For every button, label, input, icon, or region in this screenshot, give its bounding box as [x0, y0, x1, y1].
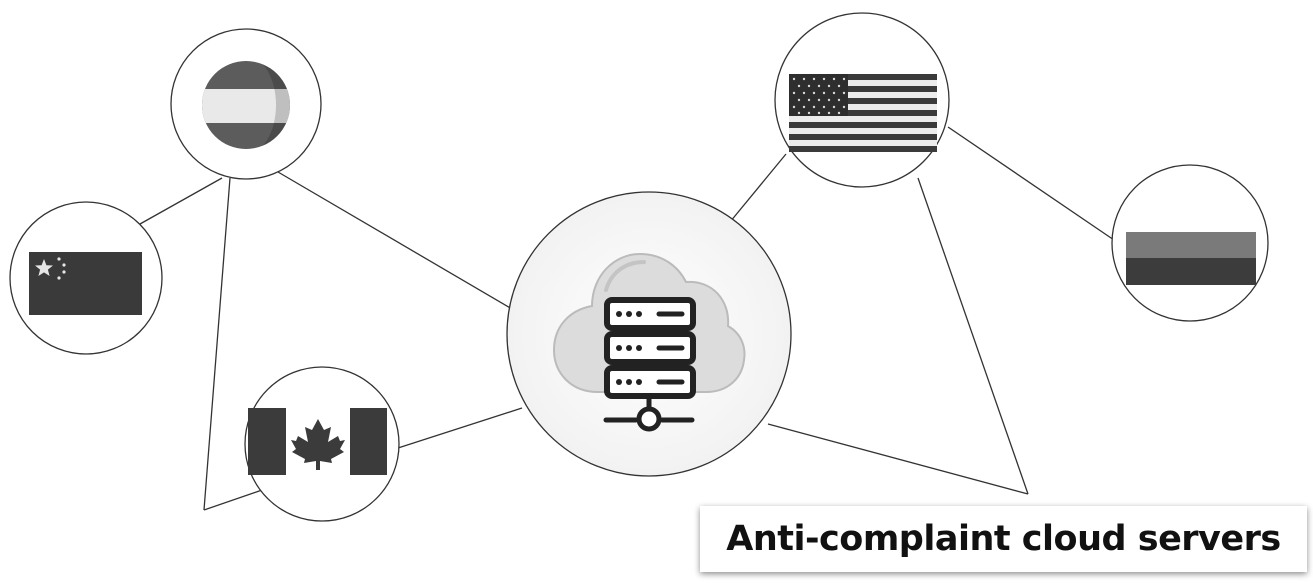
link-topleft-china	[139, 177, 223, 225]
node-center	[506, 191, 792, 477]
node-china	[9, 201, 163, 355]
connection-lines	[139, 126, 1115, 511]
link-usa-right	[947, 126, 1115, 241]
link-center-usa	[729, 153, 787, 223]
link-topleft-down	[203, 177, 231, 511]
link-usa-down	[917, 177, 1029, 495]
usa-flag-icon	[789, 74, 937, 152]
canada-flag-icon	[248, 408, 387, 475]
china-flag-icon	[29, 252, 142, 315]
node-top-left	[170, 28, 322, 180]
flag-icon	[1126, 232, 1256, 285]
link-canada-center	[397, 407, 523, 449]
link-center-down	[767, 423, 1029, 495]
diagram-caption: Anti-complaint cloud servers	[700, 506, 1307, 572]
node-right	[1111, 164, 1269, 322]
node-canada	[244, 366, 400, 522]
link-topleft-center	[277, 171, 513, 310]
link-down-canada	[203, 489, 263, 511]
cloud-server-icon	[552, 252, 746, 432]
node-usa	[774, 12, 950, 188]
